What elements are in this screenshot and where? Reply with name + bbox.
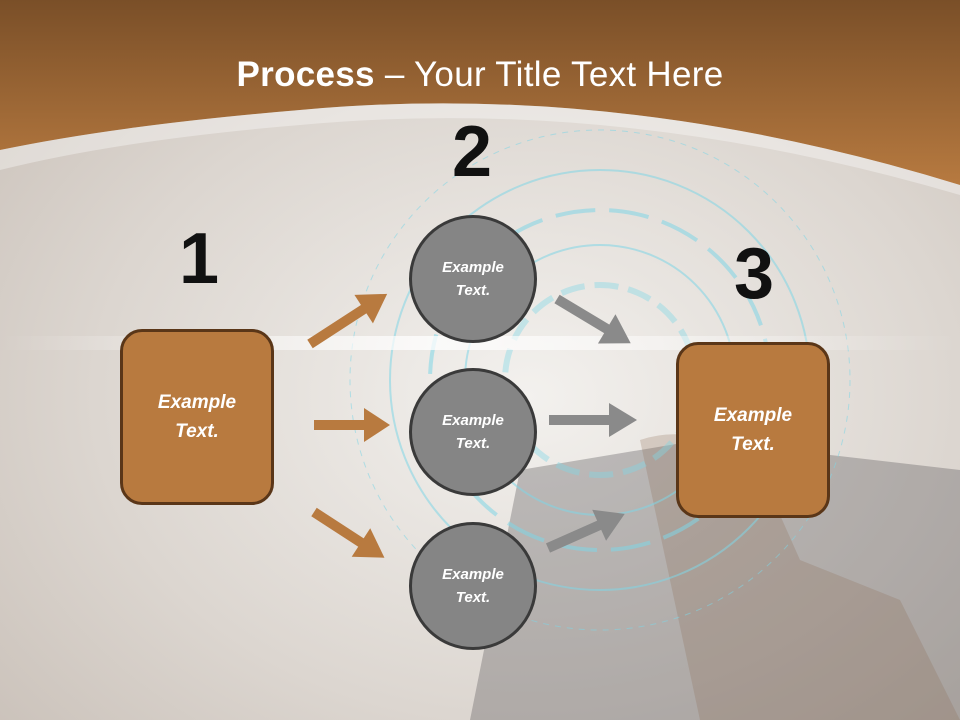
step-number-3: 3 xyxy=(733,234,775,314)
title-bold-part: Process xyxy=(236,55,375,94)
process-circle-1[interactable]: Example Text. xyxy=(409,215,537,343)
right-box-line2: Text. xyxy=(731,434,775,455)
circle-2-line2: Text. xyxy=(455,435,491,452)
circle-1-line2: Text. xyxy=(455,282,491,299)
left-box-line1: Example xyxy=(157,392,237,413)
left-process-box[interactable]: Example Text. xyxy=(120,329,274,505)
circle-1-line1: Example xyxy=(442,259,504,276)
process-circle-2[interactable]: Example Text. xyxy=(409,368,537,496)
circle-3-line2: Text. xyxy=(455,589,491,606)
right-process-box[interactable]: Example Text. xyxy=(676,342,830,518)
right-box-line1: Example xyxy=(713,405,793,426)
slide-title: Process – Your Title Text Here xyxy=(0,54,960,96)
step-number-2: 2 xyxy=(451,112,493,192)
left-box-line2: Text. xyxy=(175,421,219,442)
circle-2-line1: Example xyxy=(442,412,504,429)
process-circle-3[interactable]: Example Text. xyxy=(409,522,537,650)
title-rest-part: – Your Title Text Here xyxy=(374,55,724,94)
step-number-1: 1 xyxy=(178,219,220,299)
circle-3-line1: Example xyxy=(442,566,504,583)
